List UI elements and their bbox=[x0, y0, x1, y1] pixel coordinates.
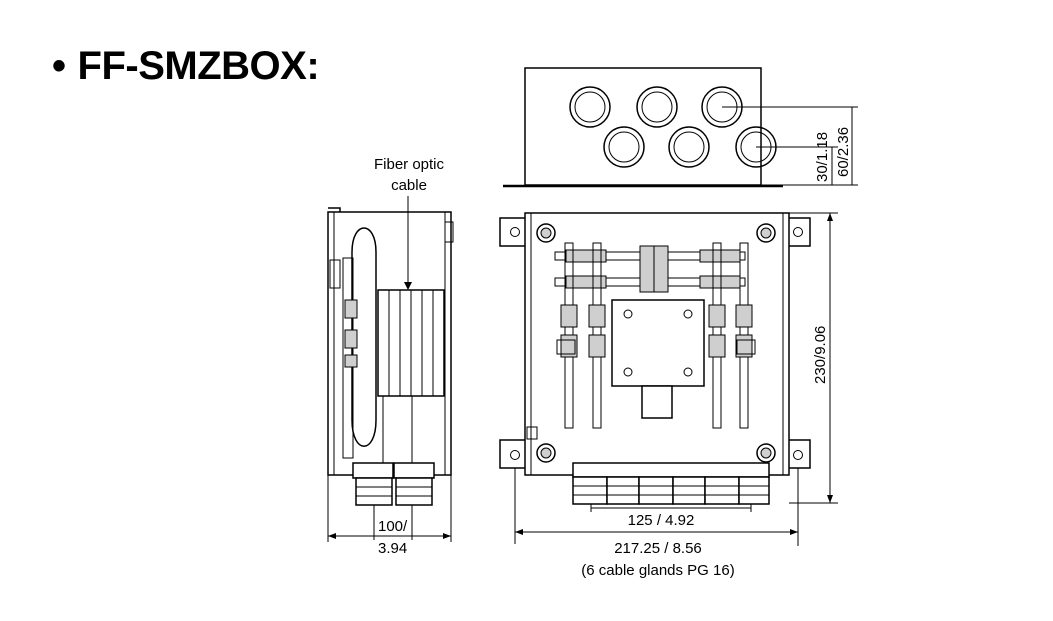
side-view: Fiber optic cable bbox=[327, 156, 454, 557]
side-gland-1 bbox=[352, 462, 394, 506]
side-gland-2 bbox=[393, 462, 435, 506]
dim-height: 230/9.06 bbox=[812, 326, 829, 384]
dim-gland-height-2: 60/2.36 bbox=[835, 127, 852, 177]
page-title: •FF-SMZBOX: bbox=[52, 44, 320, 89]
gland-hole-4 bbox=[603, 126, 645, 168]
fiber-loop bbox=[351, 227, 377, 447]
front-view: 125 / 4.92 217.25 / 8.56 (6 cable glands… bbox=[499, 212, 838, 579]
vertical-connector-4 bbox=[735, 242, 753, 429]
title-text: FF-SMZBOX: bbox=[77, 44, 320, 88]
dim-gland-height-1: 30/1.18 bbox=[814, 132, 831, 182]
gland-hole-1 bbox=[569, 86, 611, 128]
fiber-optic-label-line2: cable bbox=[391, 177, 427, 194]
dim-width: 217.25 / 8.56 bbox=[614, 540, 702, 557]
dim-depth-line2: 3.94 bbox=[378, 540, 407, 557]
gland-hole-5 bbox=[668, 126, 710, 168]
fiber-optic-label-line1: Fiber optic bbox=[374, 156, 445, 173]
vertical-connector-2 bbox=[588, 242, 606, 429]
gland-hole-2 bbox=[636, 86, 678, 128]
front-glands bbox=[572, 462, 770, 505]
vertical-connector-1 bbox=[560, 242, 578, 429]
dim-depth-line1: 100/ bbox=[378, 518, 408, 535]
dim-width-note: (6 cable glands PG 16) bbox=[581, 562, 734, 579]
dim-gland-spacing: 125 / 4.92 bbox=[628, 512, 695, 529]
top-view: 30/1.18 60/2.36 bbox=[503, 67, 858, 188]
title-bullet: • bbox=[52, 44, 66, 88]
splice-module bbox=[611, 299, 705, 387]
vertical-connector-3 bbox=[708, 242, 726, 429]
